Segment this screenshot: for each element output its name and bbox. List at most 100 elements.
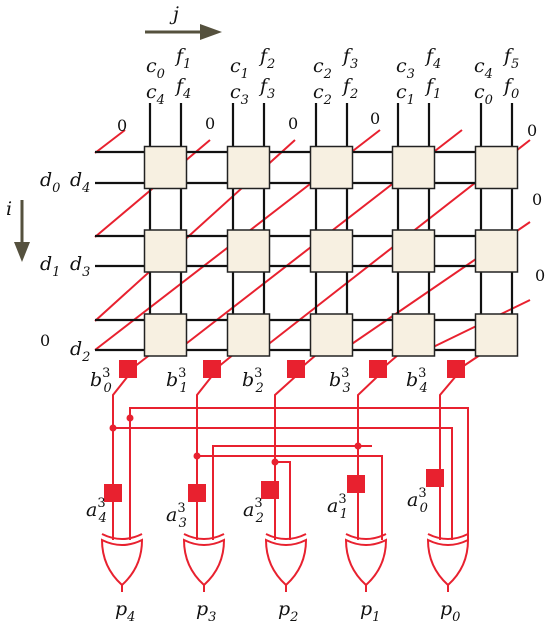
column-bottom-f-label: f0 [502,75,519,102]
p-output-label: p0 [440,598,460,625]
processing-cell [143,229,188,273]
column-bottom-c-label: c2 [313,81,332,108]
diagonal-input-zero: 0 [370,109,380,128]
processing-cell [474,145,519,190]
column-top-c-label: c1 [230,55,249,82]
column-bottom-f-label: f2 [341,75,358,102]
diagonal-input-zero: 0 [532,190,542,209]
junction-dot [193,452,201,460]
a-register [426,469,444,487]
column-top-c-label: c3 [396,55,415,82]
xor-gate [264,533,308,592]
column-top-f-label: f5 [502,45,519,72]
row-right-label: d4 [70,169,90,196]
i-axis-arrow [14,200,30,262]
column-bottom-f-label: f1 [424,75,441,102]
bus-wire [275,461,291,540]
xor-gate [182,533,226,592]
processing-cell [226,229,271,273]
processing-cell [309,145,354,190]
processing-cell [143,313,188,357]
column-bottom-c-label: c1 [396,81,415,108]
bus-wire [212,445,372,540]
processing-cell [474,313,519,357]
column-top-f-label: f1 [174,45,191,72]
row-right-label: d3 [70,253,90,280]
row-left-label: d0 [40,169,60,196]
diagonal-input-zero: 0 [535,266,545,285]
processing-cell [226,313,271,357]
diagonal-input-zero: 0 [117,116,127,135]
xor-gates [100,533,470,592]
processing-cell [391,229,436,273]
xor-gate [100,533,144,592]
b0-wire [112,375,129,540]
junction-dot [126,414,134,422]
a-register [188,484,206,502]
row-left-zero: 0 [40,331,50,350]
column-bottom-c-label: c0 [474,81,493,108]
column-top-c-label: c0 [146,55,165,82]
b-register [369,360,387,378]
row-right-label: d2 [70,338,90,365]
xor-gate [344,533,388,592]
a-register [261,481,279,499]
column-bottom-f-label: f4 [174,75,191,102]
p-output-label: p4 [115,598,135,625]
diagonal-wire [94,129,126,154]
p-output-label: p2 [278,598,298,625]
j-axis-label: j [169,3,179,25]
processing-cell [143,145,188,190]
diagonal-input-zero: 0 [288,114,298,133]
processing-cell [474,229,519,273]
bus-wire [197,455,383,540]
labels: c0 f1 c4 f4 c1 f2 c3 f3 c2 f3 c2 f2 c3 f4 c1 f1 c4 f5 c0 f0… [40,45,545,625]
i-axis-label: i [6,198,12,220]
column-bottom-c-label: c4 [146,81,165,108]
junction-dot [271,458,279,466]
registers [104,360,465,502]
a-register [347,475,365,493]
processing-cell [391,313,436,357]
b2-wire [274,375,297,540]
row-left-label: d1 [40,253,60,280]
processing-cell [391,145,436,190]
column-top-c-label: c4 [474,55,493,82]
processing-cell [309,229,354,273]
column-bottom-f-label: f3 [258,75,275,102]
b4-wire [439,375,457,540]
processing-cell [309,313,354,357]
b-register [203,360,221,378]
xor-gate [426,533,470,592]
a-register [104,484,122,502]
processing-cells [143,145,519,357]
p-output-label: p3 [196,598,216,625]
b-register [287,360,305,378]
junction-dot [109,424,117,432]
column-top-c-label: c2 [313,55,332,82]
column-top-f-label: f4 [424,45,441,72]
junction-dot [354,442,362,450]
b-register [119,360,137,378]
b-register [447,360,465,378]
diagonal-input-zero: 0 [205,114,215,133]
b3-wire [357,375,379,540]
bus-wire [129,407,469,540]
column-top-f-label: f3 [341,45,358,72]
p-output-label: p1 [360,598,380,625]
diagonal-input-zero: 0 [527,121,537,140]
column-bottom-c-label: c3 [230,81,249,108]
processing-cell [226,145,271,190]
column-top-f-label: f2 [258,45,275,72]
